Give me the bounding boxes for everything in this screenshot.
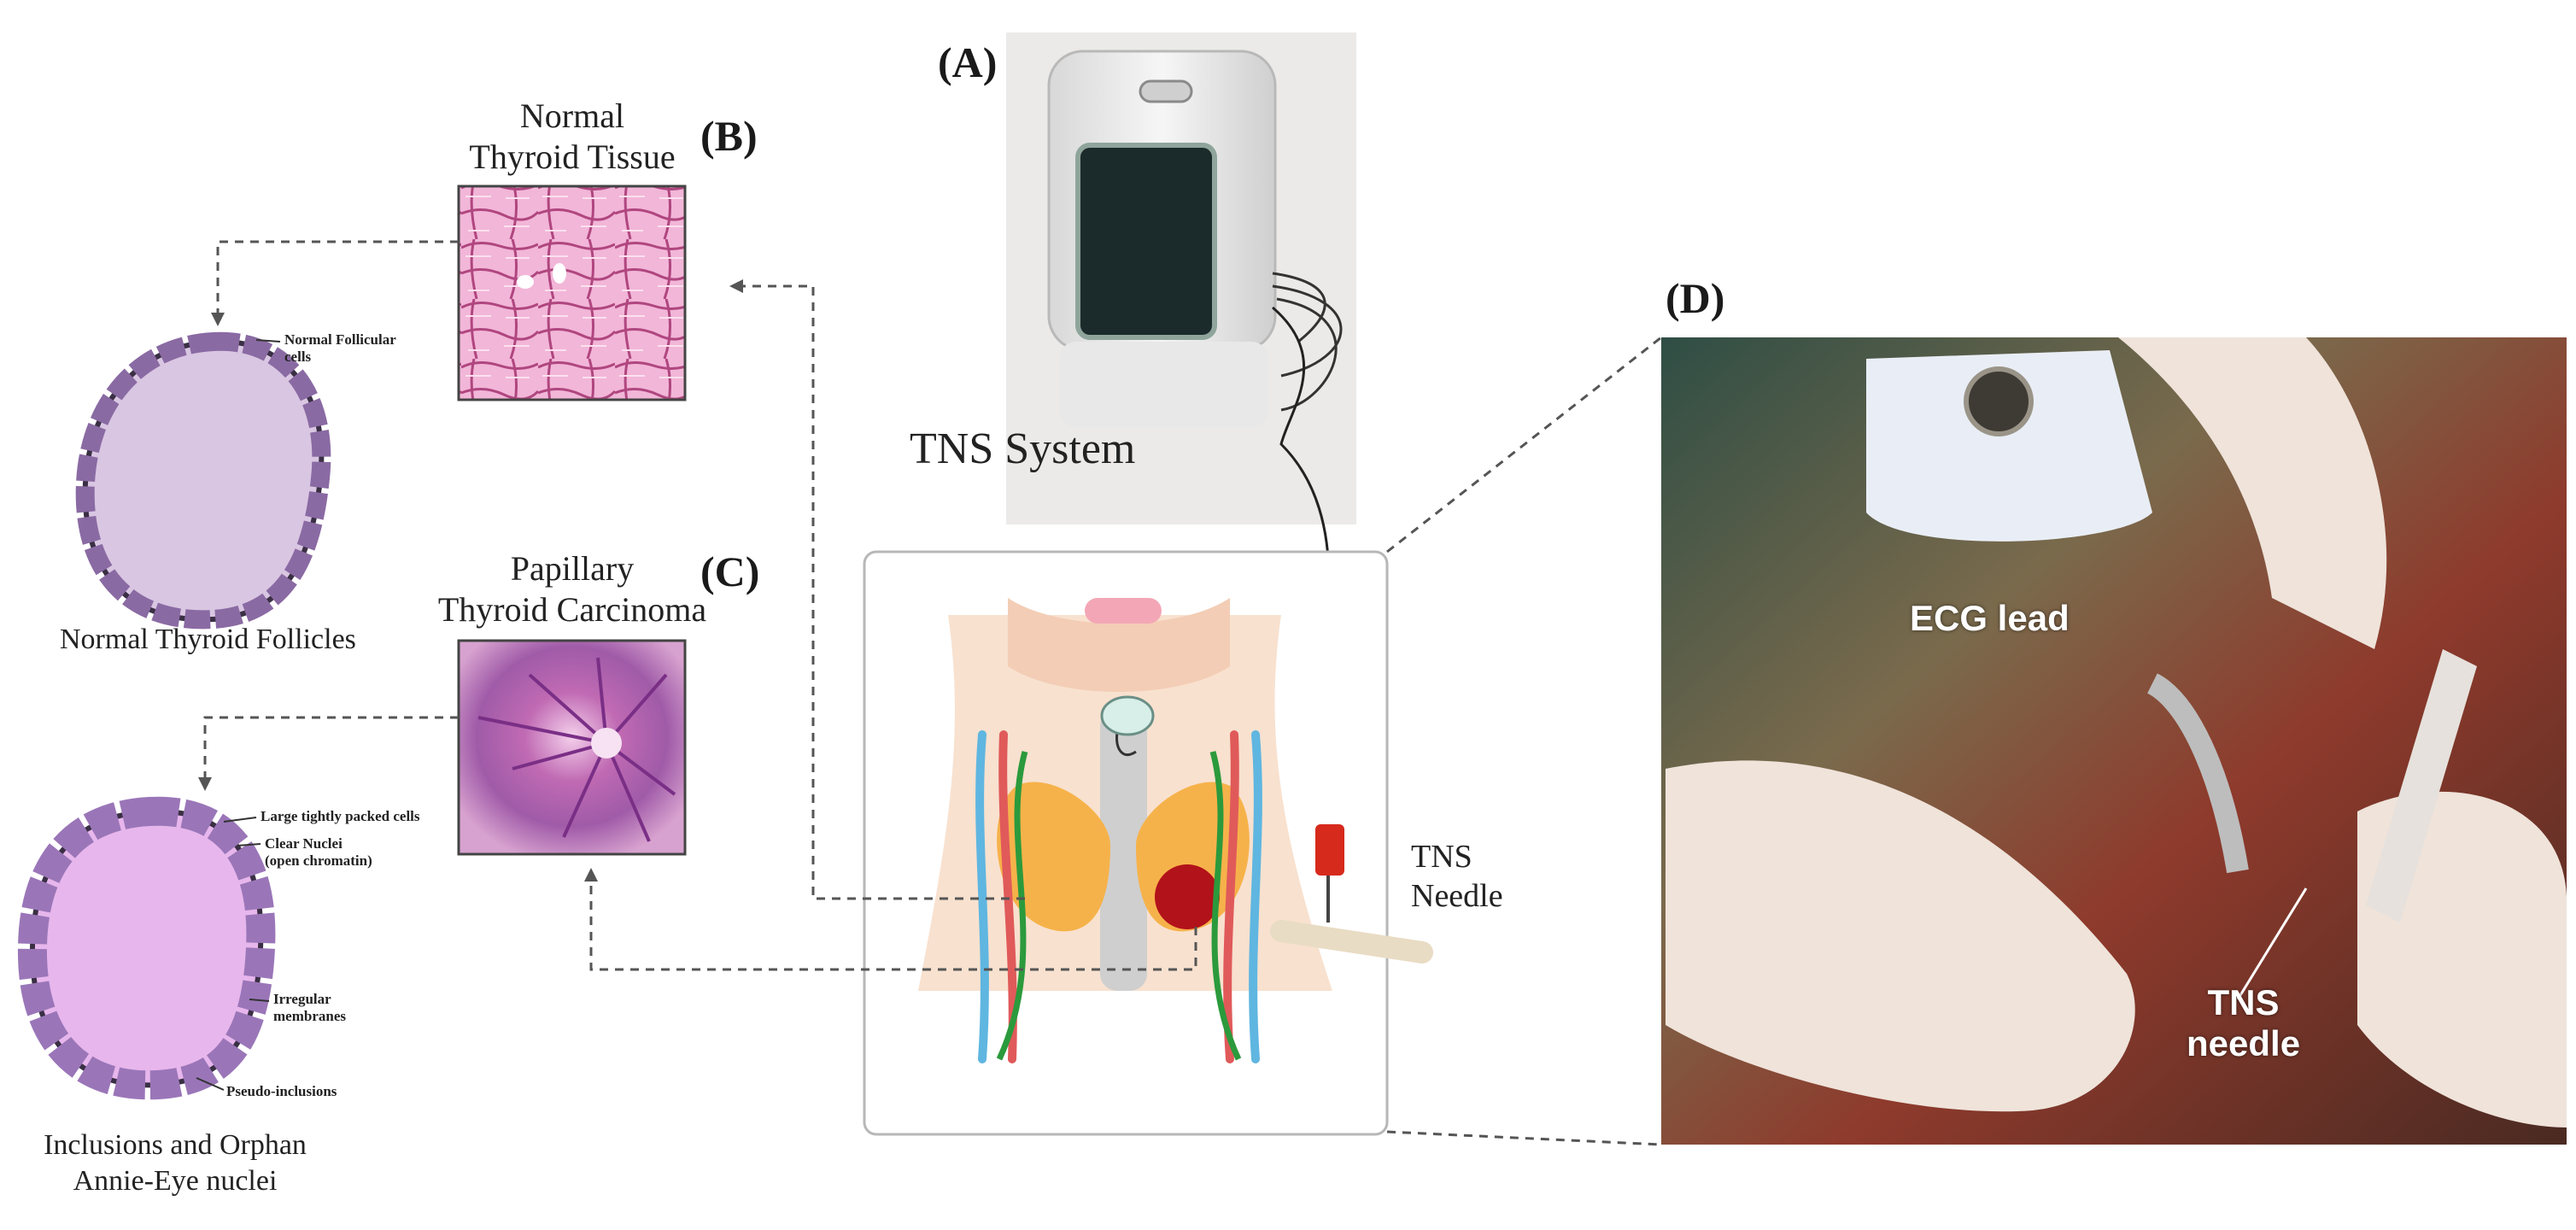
throat-electrode [1100,695,1155,736]
needle-label-line2: Needle [1411,878,1503,914]
papillary-fronds [477,657,676,842]
needle-pointer-line [2236,887,2308,1000]
normal-tissue-title: Normal Thyroid Tissue [444,96,700,178]
annotation-irregular-membranes: Irregular membranes [273,991,346,1025]
panel-letter-a: (A) [938,38,998,86]
normal-follicular-cells-annotation: Normal Follicular cells [284,331,396,366]
ecg-lead-label: ECG lead [1910,598,2070,638]
needle-label-line1: TNS [1411,839,1472,875]
connector-arrowheads [198,279,743,882]
tns-needle-hub [1315,824,1344,876]
neck-box-to-d-top [1386,336,1662,554]
annotation-line1: Irregular [273,991,331,1007]
annotation-pseudo-inclusions: Pseudo-inclusions [226,1083,337,1099]
photo-needle-label-line2: needle [2187,1023,2301,1063]
carcinoma-title-line1: Papillary [510,549,635,588]
tns-needle-label: TNS Needle [1411,837,1503,916]
normal-tissue-title-line1: Normal [519,97,625,135]
trachea [1100,709,1147,991]
panel-letter-b: (B) [700,112,758,160]
normal-tissue-title-line2: Thyroid Tissue [469,138,676,176]
photo-needle-label-line1: TNS [2207,982,2280,1022]
tns-needle-photo [2366,649,2477,922]
panel-letter-c: (C) [700,548,760,595]
device-cables [1272,272,1343,412]
annotation-line [255,339,281,343]
photo-needle-label: TNS needle [2187,982,2300,1064]
device-top-button [1139,79,1193,103]
papillary-core [591,728,622,758]
chin [1008,598,1230,692]
ecg-snap [1964,366,2034,436]
annotation-line1: Clear Nuclei [265,835,342,852]
b-to-normal-follicle [216,240,459,314]
carcinoma-annotation-lines [196,817,270,1091]
device-base [1059,342,1268,427]
annotation-line2: membranes [273,1008,346,1024]
lips [1085,598,1162,624]
annotation-line1: Normal Follicular [284,331,396,348]
tns-needle-body [1270,920,1433,964]
device-screen [1075,143,1217,340]
caption-line1: Inclusions and Orphan [44,1129,307,1161]
thyroid-tumor [1155,864,1220,929]
caption-line2: Annie-Eye nuclei [73,1165,278,1197]
neck-box-to-d-bottom [1386,1130,1662,1146]
carcinoma-follicle-caption: Inclusions and Orphan Annie-Eye nuclei [34,1128,316,1199]
annotation-line2: (open chromatin) [265,852,372,869]
annotation-line2: cells [284,348,312,365]
dashed-connectors [203,240,1662,1146]
tumor-to-c [589,880,1197,971]
histology-lumen [553,263,566,284]
carcinoma-cell-layer [17,796,276,1100]
glove-upper [2118,337,2387,649]
ecg-electrode-pad [1866,350,2152,542]
thyroid-left-lobe [997,782,1110,932]
carcinoma-title-line2: Thyroid Carcinoma [437,590,707,629]
normal-follicles-caption: Normal Thyroid Follicles [60,624,356,655]
normal-histology-image [457,184,687,401]
neck-vessels [975,730,1262,1063]
annotation-clear-nuclei: Clear Nuclei (open chromatin) [265,835,372,870]
retractor [2146,673,2249,874]
c-to-carcinoma-follicle [203,716,459,779]
normal-follicular-cell-layer [75,331,331,630]
panel-letter-d: (D) [1666,274,1725,322]
histology-lumen [517,275,534,289]
tns-system-caption: TNS System [910,425,1136,473]
carcinoma-title: Papillary Thyroid Carcinoma [431,548,713,630]
glove-lower-left [1666,760,2135,1112]
annotation-large-cells: Large tightly packed cells [261,808,420,824]
